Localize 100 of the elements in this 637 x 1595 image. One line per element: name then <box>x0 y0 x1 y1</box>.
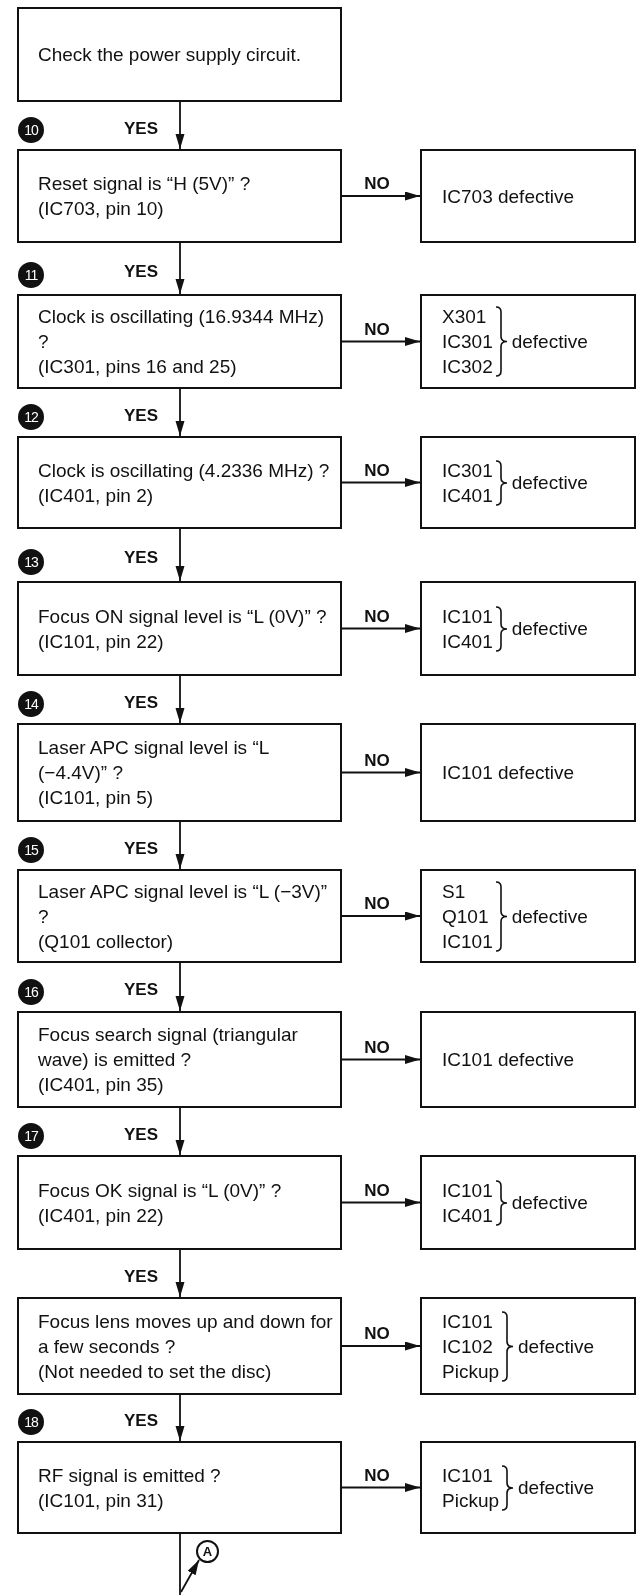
result-box <box>420 436 636 529</box>
step-text: Clock is oscillating (4.2336 MHz) ? <box>38 458 331 483</box>
part-label: IC301 <box>442 458 493 483</box>
process-box <box>17 723 342 822</box>
arrow <box>175 528 185 582</box>
step-number: 13 <box>18 549 44 575</box>
step-text: Laser APC signal level is “L (−4.4V)” ? <box>38 736 270 785</box>
result-text: defective <box>511 904 588 929</box>
part-label: Q101 <box>442 904 490 929</box>
result-text: defective <box>518 1334 595 1359</box>
step-text: RF signal is emitted ? <box>38 1463 222 1488</box>
process-box <box>17 149 342 243</box>
step-number: 16 <box>18 979 44 1005</box>
result-text: defective <box>518 1476 595 1500</box>
part-label: IC302 <box>442 355 493 379</box>
process-box <box>17 436 342 529</box>
part-label: Pickup <box>442 1359 500 1384</box>
step-text: (Not needed to set the disc) <box>38 1359 273 1384</box>
step-text: Reset signal is “H (5V)” ? <box>38 172 252 196</box>
result-text: defective <box>511 617 588 641</box>
process-box <box>17 869 342 963</box>
process-box <box>17 294 342 389</box>
part-label: IC102 <box>442 1334 494 1359</box>
process-box <box>17 1011 342 1108</box>
part-label: S1 <box>442 879 467 904</box>
part-label: IC101 <box>442 1178 493 1203</box>
step-number: 17 <box>18 1123 44 1149</box>
result-box <box>420 294 636 389</box>
arrow <box>175 962 185 1012</box>
arrow <box>341 1198 421 1207</box>
step-number: 11 <box>18 262 44 288</box>
pointer-arrow <box>180 1559 200 1593</box>
step-text: (IC703, pin 10) <box>38 197 165 221</box>
arrow <box>175 1394 185 1442</box>
arrow <box>341 768 421 777</box>
arrow <box>341 1341 421 1351</box>
result-box <box>420 1155 636 1250</box>
process-box <box>17 1297 342 1395</box>
arrow <box>341 478 421 487</box>
arrow <box>175 388 185 437</box>
process-box <box>17 581 342 676</box>
step-text: (IC101, pin 5) <box>38 786 155 810</box>
part-label: IC101 <box>442 929 493 954</box>
part-label: IC401 <box>442 629 493 654</box>
arrow <box>341 911 421 921</box>
step-text: (IC401, pin 35) <box>38 1073 165 1097</box>
arrow <box>341 191 421 201</box>
result-box <box>420 723 636 822</box>
result-box <box>420 869 636 963</box>
process-box <box>17 7 342 102</box>
step-text: Focus ON signal level is “L (0V)” ? <box>38 604 328 629</box>
arrow <box>341 1483 421 1492</box>
arrow <box>341 337 421 346</box>
step-text: Focus lens moves up and down for a few seconds ? <box>38 1309 334 1359</box>
step-number: 14 <box>18 691 44 717</box>
part-label: IC101 <box>442 604 493 629</box>
result-box <box>420 1441 636 1534</box>
step-text: (IC101, pin 22) <box>38 629 165 654</box>
step-number: 15 <box>18 837 44 863</box>
step-number: 12 <box>18 404 44 430</box>
step-number: 10 <box>18 117 44 143</box>
result-text: defective <box>511 471 588 495</box>
step-text: (IC401, pin 2) <box>38 483 155 508</box>
arrow <box>175 1107 185 1156</box>
result-text: IC101 defective <box>442 761 575 785</box>
result-text: IC703 defective <box>442 184 575 209</box>
part-label: IC401 <box>442 483 493 508</box>
step-text: (IC301, pins 16 and 25) <box>38 355 238 379</box>
arrow <box>175 821 185 870</box>
step-number: 18 <box>18 1409 44 1435</box>
part-label: IC101 <box>442 1463 494 1488</box>
result-box <box>420 581 636 676</box>
step-text: Laser APC signal level is “L (−3V)” ? <box>38 879 329 929</box>
arrow <box>341 624 421 633</box>
result-box <box>420 149 636 243</box>
arrow <box>341 1055 421 1064</box>
result-text: IC101 defective <box>442 1048 575 1072</box>
arrow <box>175 675 185 724</box>
process-box <box>17 1155 342 1250</box>
result-box <box>420 1297 636 1395</box>
step-text: (IC401, pin 22) <box>38 1203 165 1228</box>
result-box <box>420 1011 636 1108</box>
arrow <box>175 1249 185 1298</box>
result-text: defective <box>511 1191 588 1215</box>
step-text: Focus OK signal is “L (0V)” ? <box>38 1178 283 1203</box>
part-label: IC301 <box>442 330 493 354</box>
step-text: Clock is oscillating (16.9344 MHz) ? <box>38 305 326 354</box>
part-label: IC101 <box>442 1309 494 1334</box>
step-text: Focus search signal (triangular wave) is emitted ? <box>38 1023 299 1072</box>
step-text: Check the power supply circuit. <box>38 43 302 67</box>
process-box <box>17 1441 342 1534</box>
arrow <box>175 101 185 150</box>
arrow <box>175 242 185 295</box>
step-text: (Q101 collector) <box>38 929 175 954</box>
connector-circle: A <box>196 1540 219 1563</box>
part-label: X301 <box>442 305 488 329</box>
part-label: Pickup <box>442 1488 500 1513</box>
step-text: (IC101, pin 31) <box>38 1488 165 1513</box>
connector-line <box>179 1533 181 1595</box>
result-text: defective <box>511 330 588 354</box>
